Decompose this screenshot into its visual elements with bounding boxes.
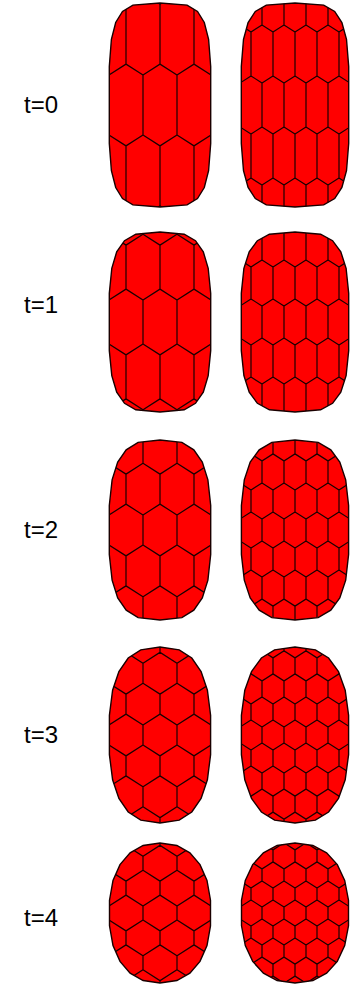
cell-shape	[174, 786, 353, 986]
time-label: t=4	[24, 906, 58, 930]
cell-shape	[174, 582, 353, 889]
time-label: t=0	[24, 93, 58, 117]
time-label: t=3	[24, 723, 58, 747]
time-label: t=2	[24, 518, 58, 542]
time-label: t=1	[24, 293, 58, 317]
